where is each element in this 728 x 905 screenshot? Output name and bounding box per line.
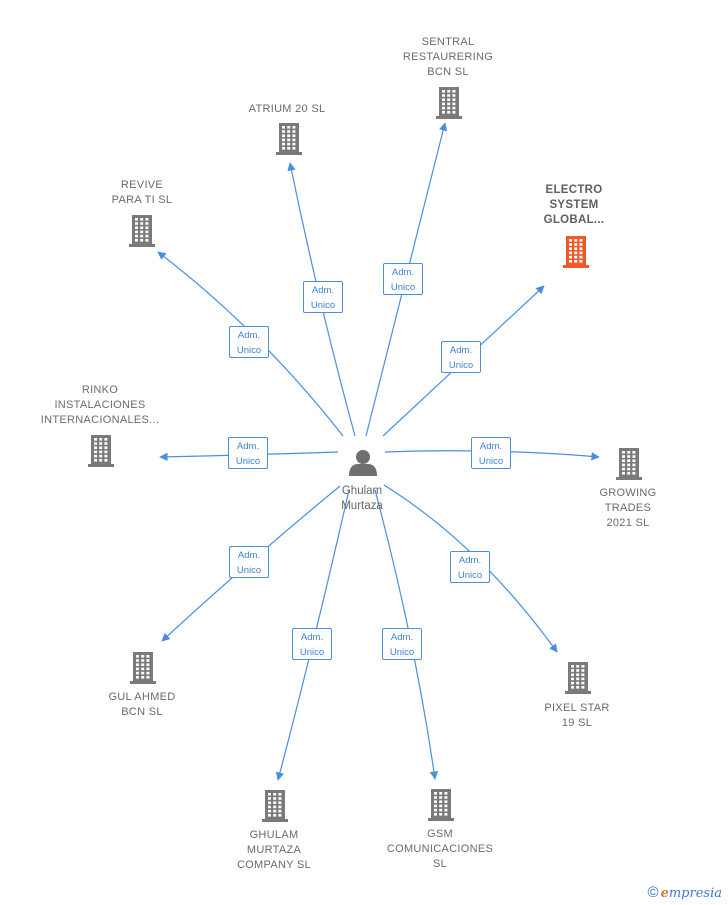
relation-box-growing: Adm.Unico [471, 437, 511, 469]
building-icon-electro[interactable] [563, 236, 589, 268]
building-icon-revive[interactable] [129, 215, 155, 247]
building-icon-ghulamco[interactable] [262, 790, 288, 822]
building-icon-growing[interactable] [616, 448, 642, 480]
building-icon-gsm[interactable] [428, 789, 454, 821]
footer-brand[interactable]: ©empresia [648, 884, 722, 901]
relation-box-ghulamco: Adm.Unico [292, 628, 332, 660]
node-label-pixel[interactable]: PIXEL STAR 19 SL [544, 702, 610, 729]
relation-box-gulahmed: Adm.Unico [229, 546, 269, 578]
node-label-atrium[interactable]: ATRIUM 20 SL [248, 103, 326, 115]
relation-box-rinko: Adm.Unico [228, 437, 268, 469]
node-label-gulahmed[interactable]: GUL AHMED BCN SL [108, 691, 176, 718]
node-label-growing[interactable]: GROWING TRADES 2021 SL [599, 487, 657, 529]
copyright-icon: © [647, 884, 659, 901]
node-label-rinko[interactable]: RINKO INSTALACIONES INTERNACIONALES... [40, 384, 160, 426]
relation-box-pixel: Adm.Unico [450, 551, 490, 583]
building-icon-rinko[interactable] [88, 435, 114, 467]
building-icon-sentral[interactable] [436, 87, 462, 119]
building-icon-gulahmed[interactable] [130, 652, 156, 684]
node-label-revive[interactable]: REVIVE PARA TI SL [111, 179, 173, 206]
node-label-sentral[interactable]: SENTRAL RESTAURERING BCN SL [402, 36, 494, 78]
relation-box-atrium: Adm.Unico [303, 281, 343, 313]
brand-initial: e [660, 886, 669, 901]
node-label-gsm[interactable]: GSM COMUNICACIONES SL [386, 828, 494, 870]
relation-box-revive: Adm.Unico [229, 326, 269, 358]
person-label[interactable]: Ghulam Murtaza [341, 485, 383, 512]
relation-box-electro: Adm.Unico [441, 341, 481, 373]
building-icon-atrium[interactable] [276, 123, 302, 155]
node-label-electro[interactable]: ELECTRO SYSTEM GLOBAL... [543, 184, 605, 226]
building-icon-pixel[interactable] [565, 662, 591, 694]
brand-name: mpresia [668, 886, 722, 901]
person-icon[interactable] [349, 450, 377, 476]
node-label-ghulamco[interactable]: GHULAM MURTAZA COMPANY SL [236, 829, 312, 871]
relation-box-gsm: Adm.Unico [382, 628, 422, 660]
relation-box-sentral: Adm.Unico [383, 263, 423, 295]
